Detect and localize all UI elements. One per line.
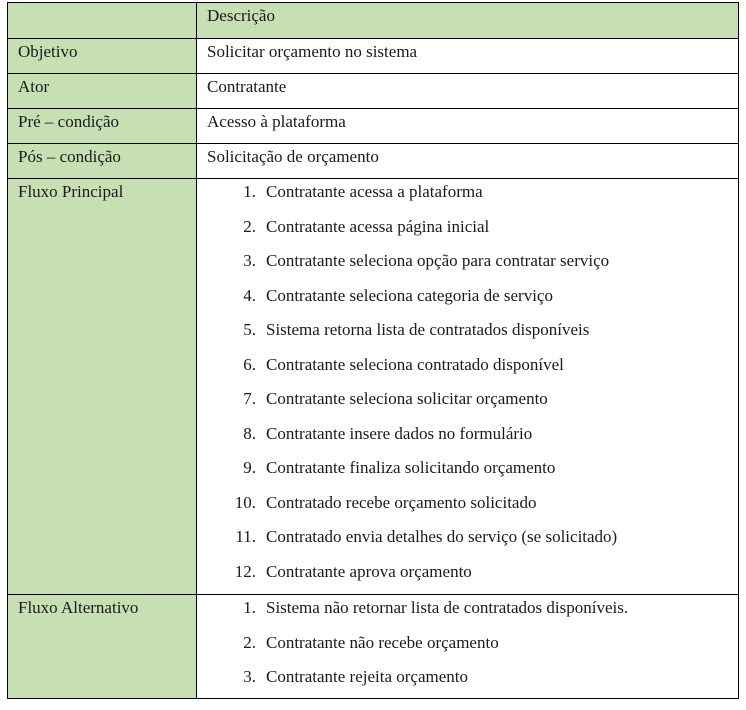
step-text: Contratante seleciona categoria de servi…: [266, 285, 553, 305]
use-case-table: Descrição Objetivo Solicitar orçamento n…: [7, 2, 739, 699]
step-number: 2.: [243, 632, 256, 652]
step-number: 7.: [243, 389, 256, 408]
list-item: 6. Contratante seleciona contratado dispo…: [207, 355, 738, 390]
step-number: 8.: [243, 423, 256, 443]
step-number: 2.: [243, 216, 256, 236]
step-number: 10.: [234, 492, 256, 512]
list-item: 3. Contratante seleciona opção para contr…: [207, 251, 738, 286]
step-text: Contratante não recebe orçamento: [266, 632, 499, 652]
step-number: 12.: [234, 561, 256, 581]
list-item: 5. Sistema retorna lista de contratados d…: [207, 320, 738, 355]
step-text: Sistema retorna lista de contratados dis…: [266, 320, 590, 339]
header-description-cell: Descrição: [197, 3, 738, 38]
list-item: 11. Contratado envia detalhes do serviço …: [207, 527, 738, 562]
list-item: 1. Contratante acessa a plataforma: [207, 182, 738, 217]
list-item: 1. Sistema não retornar lista de contrata…: [207, 598, 738, 633]
step-number: 11.: [235, 527, 256, 546]
step-text: Contratado recebe orçamento solicitado: [266, 492, 537, 512]
list-item: 12. Contratante aprova orçamento: [207, 562, 738, 597]
step-text: Contratante insere dados no formulário: [266, 423, 533, 443]
list-item: 8. Contratante insere dados no formulário: [207, 424, 738, 459]
step-text: Contratante seleciona solicitar orçament…: [266, 389, 548, 408]
step-number: 5.: [243, 320, 256, 339]
list-item: 2. Contratante acessa página inicial: [207, 217, 738, 252]
alt-flow-steps: 1. Sistema não retornar lista de contrata…: [197, 595, 738, 698]
step-number: 6.: [243, 354, 256, 374]
step-number: 3.: [243, 251, 256, 270]
step-text: Contratante aprova orçamento: [266, 561, 472, 581]
step-number: 1.: [243, 182, 256, 201]
row-label: Objetivo: [8, 39, 197, 73]
list-item: 2. Contratante não recebe orçamento: [207, 633, 738, 668]
step-text: Contratante acessa a plataforma: [266, 182, 483, 201]
header-label-cell: [8, 3, 197, 38]
row-label: Pré – condição: [8, 109, 197, 143]
list-item: 3. Contratante rejeita orçamento: [207, 667, 738, 702]
step-text: Sistema não retornar lista de contratado…: [266, 598, 629, 617]
row-value: Solicitar orçamento no sistema: [207, 42, 418, 61]
step-number: 1.: [243, 598, 256, 617]
step-text: Contratante finaliza solicitando orçamen…: [266, 458, 556, 477]
list-item: 9. Contratante finaliza solicitando orçam…: [207, 458, 738, 493]
list-item: 7. Contratante seleciona solicitar orçame…: [207, 389, 738, 424]
step-text: Contratante seleciona opção para contrat…: [266, 251, 610, 270]
row-label: Ator: [8, 74, 197, 108]
row-ator: Ator Contratante: [8, 73, 738, 108]
list-item: 4. Contratante seleciona categoria de ser…: [207, 286, 738, 321]
row-label: Fluxo Alternativo: [8, 595, 197, 698]
header-row: Descrição: [8, 3, 738, 38]
step-number: 3.: [243, 667, 256, 686]
row-value: Contratante: [207, 77, 287, 96]
step-text: Contratante acessa página inicial: [266, 216, 490, 236]
step-number: 9.: [243, 458, 256, 477]
list-item: 10. Contratado recebe orçamento solicitad…: [207, 493, 738, 528]
step-text: Contratante seleciona contratado disponí…: [266, 354, 564, 374]
row-value: Solicitação de orçamento: [207, 147, 379, 166]
row-pos-condicao: Pós – condição Solicitação de orçamento: [8, 143, 738, 178]
row-fluxo-principal: Fluxo Principal 1. Contratante acessa a p…: [8, 178, 738, 594]
row-pre-condicao: Pré – condição Acesso à plataforma: [8, 108, 738, 143]
main-flow-steps: 1. Contratante acessa a plataforma 2. Cont…: [197, 179, 738, 594]
step-text: Contratante rejeita orçamento: [266, 667, 469, 686]
step-text: Contratado envia detalhes do serviço (se…: [266, 527, 618, 546]
row-objetivo: Objetivo Solicitar orçamento no sistema: [8, 38, 738, 73]
row-fluxo-alternativo: Fluxo Alternativo 1. Sistema não retornar…: [8, 594, 738, 698]
row-value: Acesso à plataforma: [207, 112, 346, 131]
step-number: 4.: [243, 285, 256, 305]
row-label: Pós – condição: [8, 144, 197, 178]
row-label: Fluxo Principal: [8, 179, 197, 594]
